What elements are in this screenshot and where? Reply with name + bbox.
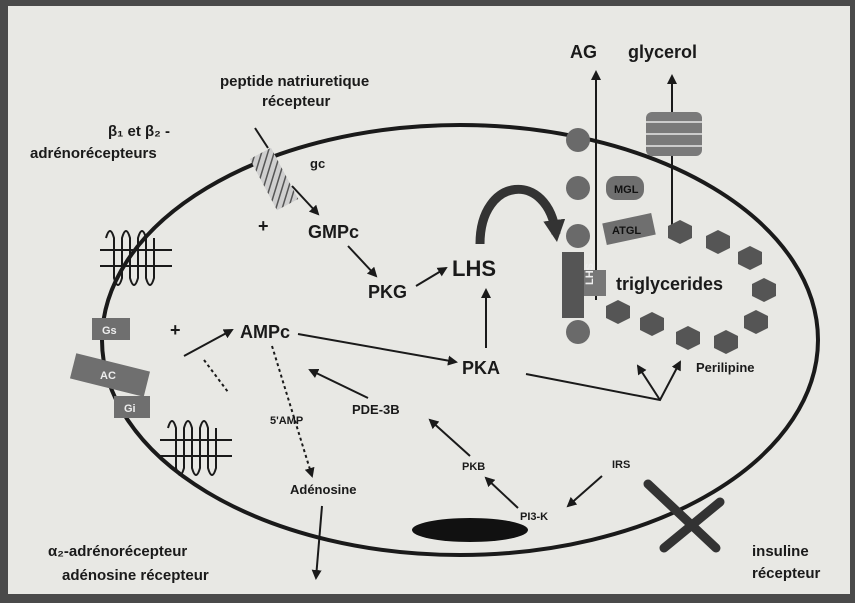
beta-receptor-label-line2: adrénorécepteurs xyxy=(30,145,157,162)
pkb-label: PKB xyxy=(462,461,485,473)
glycerol-label: glycerol xyxy=(628,42,697,62)
ag-label: AG xyxy=(570,42,597,62)
svg-text:AC: AC xyxy=(100,370,116,382)
five-amp-label: 5'AMP xyxy=(270,415,303,427)
gc-label: gc xyxy=(310,156,325,171)
pka-label: PKA xyxy=(462,358,500,378)
gi-protein: Gi xyxy=(114,396,150,418)
nucleus xyxy=(412,518,528,542)
alpha2-receptor-label-line2: adénosine récepteur xyxy=(62,567,209,584)
perilipine-label: Perilipine xyxy=(696,360,755,375)
adenosine-label: Adénosine xyxy=(290,482,356,497)
svg-text:ATGL: ATGL xyxy=(612,225,641,237)
insulin-receptor-label-line1: insuline xyxy=(752,543,809,560)
gs-protein: Gs xyxy=(92,318,130,340)
alpha2-receptor-label-line1: α₂-adrénorécepteur xyxy=(48,543,187,560)
irs-label: IRS xyxy=(612,459,630,471)
pi3k-label: PI3-K xyxy=(520,511,548,523)
glycerol-channel xyxy=(646,112,702,156)
peptide-receptor-label-line1: peptide natriuretique xyxy=(220,73,369,90)
plus-sign-ampc: + xyxy=(170,320,181,340)
svg-text:LHS: LHS xyxy=(584,263,596,285)
pkg-label: PKG xyxy=(368,282,407,302)
beta-receptor-label-line1: β₁ et β₂ - xyxy=(108,123,170,140)
peptide-receptor-label-line2: récepteur xyxy=(262,93,331,110)
paper-background xyxy=(8,6,850,594)
triglycerides-label: triglycerides xyxy=(616,274,723,294)
pde3b-label: PDE-3B xyxy=(352,402,400,417)
lhs-label: LHS xyxy=(452,256,496,281)
insulin-receptor-label-line2: récepteur xyxy=(752,565,821,582)
svg-text:Gs: Gs xyxy=(102,325,117,337)
gmpc-label: GMPc xyxy=(308,222,359,242)
svg-text:Gi: Gi xyxy=(124,403,136,415)
plus-sign-gc: + xyxy=(258,216,269,236)
ampc-label: AMPc xyxy=(240,322,290,342)
svg-text:MGL: MGL xyxy=(614,184,639,196)
mgl-enzyme: MGL xyxy=(606,176,644,200)
